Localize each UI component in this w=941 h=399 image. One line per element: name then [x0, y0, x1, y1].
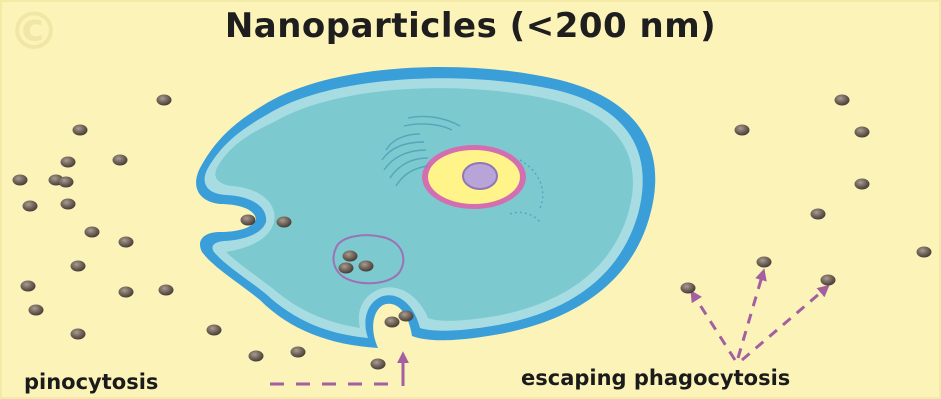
nanoparticle-icon — [112, 154, 128, 166]
nanoparticle-icon — [342, 250, 358, 262]
nanoparticle-icon — [248, 350, 264, 362]
intracellular-vesicle — [332, 234, 405, 285]
nucleolus — [462, 162, 498, 190]
arrows — [270, 268, 830, 386]
cytoplasm — [215, 88, 633, 328]
nanoparticle-icon — [834, 94, 850, 106]
escape-arrow-middle — [736, 268, 767, 359]
nanoparticle-icon — [58, 176, 74, 188]
nanoparticle-icon — [276, 216, 292, 228]
nanoparticle-icon — [28, 304, 44, 316]
nanoparticle-icon — [118, 236, 134, 248]
watermark-logo: © — [8, 2, 60, 62]
nanoparticle-icon — [60, 156, 76, 168]
nanoparticle-icon — [916, 246, 932, 258]
escape-arrow-right — [741, 284, 830, 362]
nanoparticle-icon — [20, 280, 36, 292]
escape-arrow-left — [690, 289, 737, 361]
nanoparticles — [12, 94, 932, 370]
cell — [196, 66, 656, 349]
diagram-title: Nanoparticles (<200 nm) — [224, 6, 717, 46]
nanoparticle-icon — [158, 284, 174, 296]
nanoparticle-icon — [240, 214, 256, 226]
nanoparticle-icon — [12, 174, 28, 186]
nanoparticle-icon — [384, 316, 400, 328]
nanoparticle-icon — [156, 94, 172, 106]
nanoparticle-icon — [756, 256, 772, 268]
nanoparticle-icon — [338, 262, 354, 274]
nanoparticle-icon — [70, 260, 86, 272]
nanoparticle-icon — [734, 124, 750, 136]
nanoparticle-icon — [358, 260, 374, 272]
nanoparticle-icon — [290, 346, 306, 358]
nanoparticle-icon — [118, 286, 134, 298]
nanoparticle-icon — [370, 358, 386, 370]
nanoparticle-icon — [72, 124, 88, 136]
nanoparticle-icon — [84, 226, 100, 238]
nanoparticle-icon — [206, 324, 222, 336]
pinocytosis-label: pinocytosis — [24, 370, 159, 394]
nanoparticle-icon — [810, 208, 826, 220]
nanoparticle-icon — [70, 328, 86, 340]
nanoparticle-icon — [60, 198, 76, 210]
nanoparticle-icon — [22, 200, 38, 212]
escaping-phagocytosis-label: escaping phagocytosis — [521, 366, 791, 390]
endoplasmic-reticulum — [381, 115, 544, 223]
nanoparticle-icon — [854, 126, 870, 138]
nanoparticle-icon — [820, 274, 836, 286]
nanoparticle-icon — [854, 178, 870, 190]
nanoparticle-icon — [680, 282, 696, 294]
nanoparticle-icon — [398, 310, 414, 322]
